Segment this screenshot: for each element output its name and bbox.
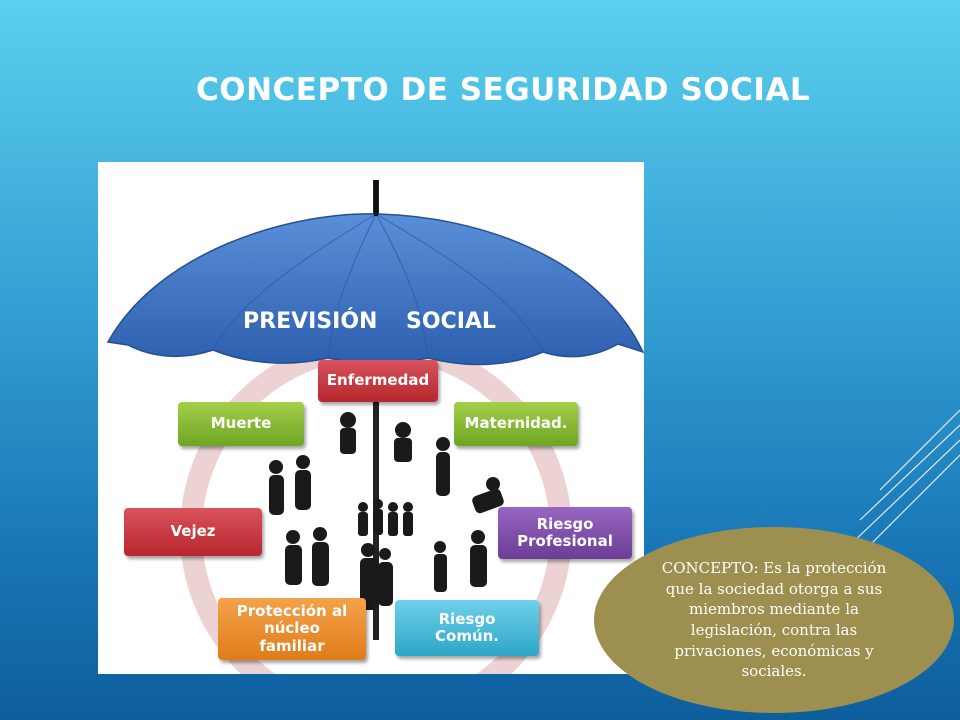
prevision-social-diagram: PREVISIÓN SOCIAL Enfermedad Maternidad. … [98, 162, 644, 674]
box-riesgo-profesional: Riesgo Profesional [498, 507, 632, 559]
box-vejez: Vejez [124, 508, 262, 556]
umbrella-label-prevision: PREVISIÓN [243, 308, 377, 334]
box-maternidad: Maternidad. [454, 402, 578, 446]
concept-oval: CONCEPTO: Es la protección que la socied… [594, 527, 954, 713]
people-silhouettes [269, 412, 504, 610]
umbrella-shaft [373, 180, 379, 640]
box-muerte: Muerte [178, 402, 304, 446]
concept-text: CONCEPTO: Es la protección que la socied… [661, 558, 887, 681]
umbrella-canopy [106, 213, 644, 366]
umbrella-label-social: SOCIAL [406, 309, 496, 334]
box-enfermedad: Enfermedad [318, 360, 438, 402]
box-riesgo-comun: Riesgo Común. [395, 600, 539, 656]
box-proteccion-nucleo-familiar: Protección al núcleo familiar [218, 598, 366, 660]
page-title: CONCEPTO DE SEGURIDAD SOCIAL [196, 72, 811, 108]
